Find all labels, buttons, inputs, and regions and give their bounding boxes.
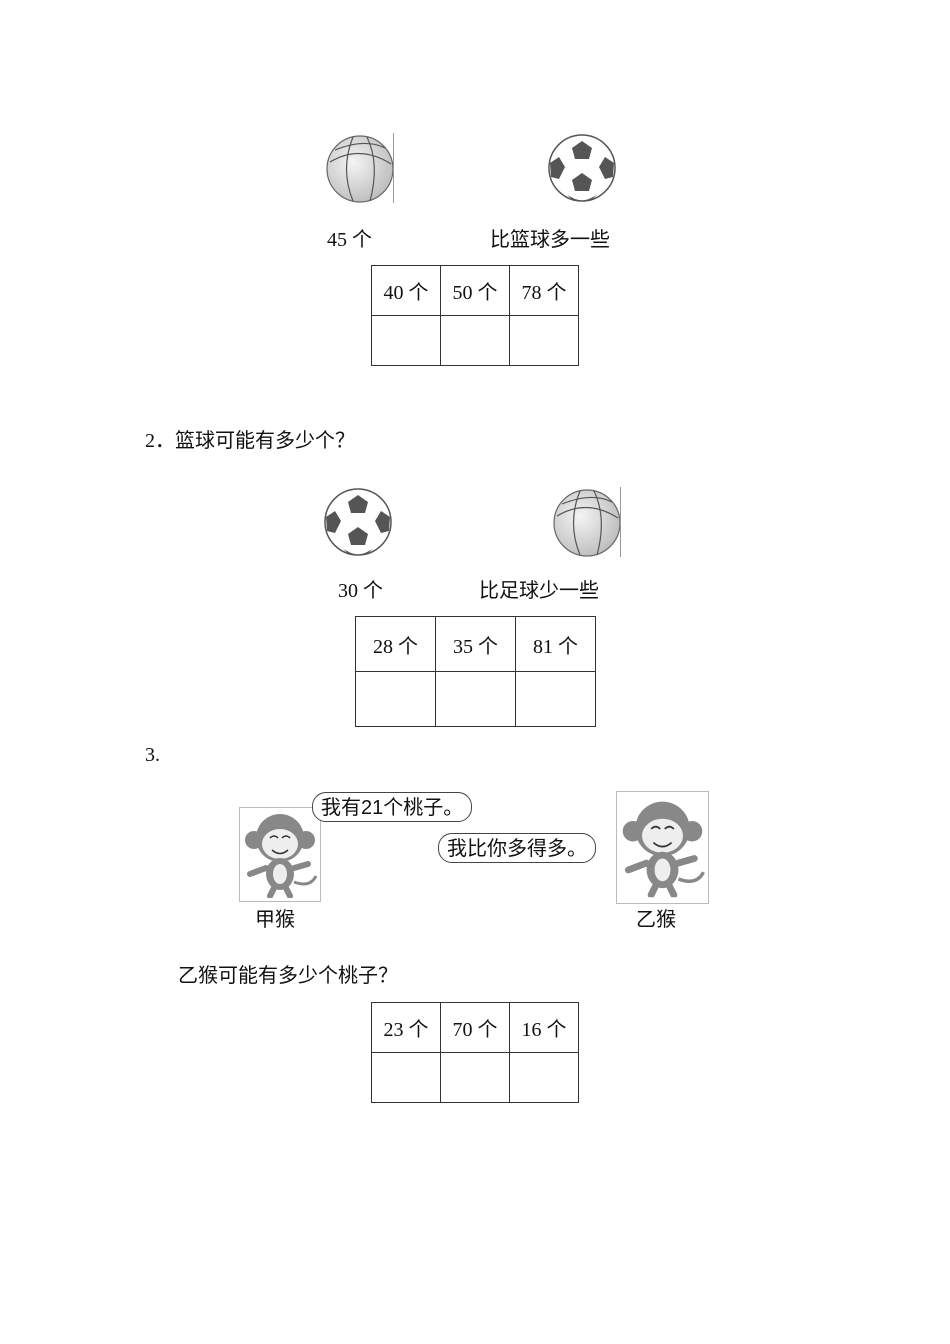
answer-cell[interactable] bbox=[509, 1052, 579, 1103]
q3-question: 乙猴可能有多少个桃子？ bbox=[178, 965, 398, 987]
option-cell: 40 个 bbox=[371, 265, 441, 316]
answer-cell[interactable] bbox=[440, 315, 510, 366]
soccer-ball-image bbox=[547, 133, 617, 203]
basketball-count: 45 个 bbox=[327, 229, 372, 251]
monkey-a-image bbox=[239, 807, 321, 902]
option-cell: 70 个 bbox=[440, 1002, 510, 1053]
soccer-ball-image bbox=[323, 487, 393, 557]
answer-cell[interactable] bbox=[355, 671, 436, 727]
basketball-image bbox=[552, 488, 622, 558]
monkey-a-speech-bubble: 我有21个桃子。 bbox=[312, 792, 473, 822]
answer-cell[interactable] bbox=[509, 315, 579, 366]
monkey-b-image bbox=[616, 791, 709, 904]
answer-cell[interactable] bbox=[371, 315, 441, 366]
answer-cell[interactable] bbox=[440, 1052, 510, 1103]
monkey-a-label: 甲猴 bbox=[255, 909, 295, 931]
divider-line bbox=[393, 133, 394, 203]
option-cell: 35 个 bbox=[435, 616, 516, 672]
option-cell: 78 个 bbox=[509, 265, 579, 316]
answer-cell[interactable] bbox=[371, 1052, 441, 1103]
monkey-b-speech-bubble: 我比你多得多。 bbox=[438, 833, 596, 863]
option-cell: 16 个 bbox=[509, 1002, 579, 1053]
option-cell: 81 个 bbox=[515, 616, 596, 672]
option-cell: 28 个 bbox=[355, 616, 436, 672]
basketball-description: 比足球少一些 bbox=[479, 580, 599, 602]
answer-cell[interactable] bbox=[515, 671, 596, 727]
divider-line bbox=[620, 487, 621, 557]
basketball-image bbox=[325, 134, 395, 204]
option-cell: 23 个 bbox=[371, 1002, 441, 1053]
q2-question: 2．篮球可能有多少个？ bbox=[145, 430, 355, 452]
option-cell: 50 个 bbox=[440, 265, 510, 316]
q3-number: 3. bbox=[145, 744, 160, 766]
monkey-b-label: 乙猴 bbox=[636, 909, 676, 931]
soccer-count: 30 个 bbox=[338, 580, 383, 602]
answer-cell[interactable] bbox=[435, 671, 516, 727]
soccer-description: 比篮球多一些 bbox=[490, 229, 610, 251]
